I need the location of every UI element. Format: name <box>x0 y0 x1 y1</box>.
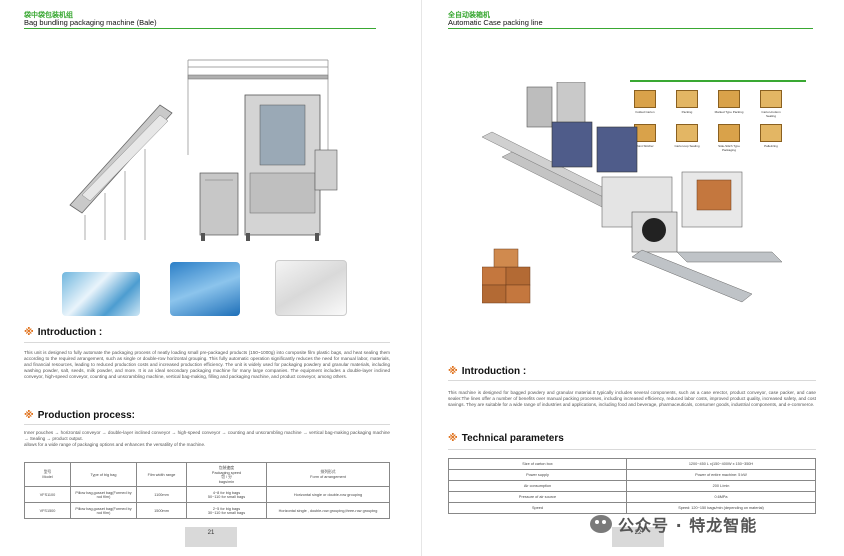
table-cell: VFS1500 <box>24 502 71 519</box>
table-cell: 1100mm <box>136 486 187 503</box>
bale-photo-2 <box>170 262 240 316</box>
table-cell: Speed <box>448 502 627 514</box>
right-intro-text: This machine is designed for bagged powd… <box>448 390 816 408</box>
left-header-cn: 袋中袋包装机组 <box>24 12 73 19</box>
flow-row-2: Joint Stitcher Carton-top Sealing Side-S… <box>630 124 786 152</box>
left-intro-title: Introduction : <box>37 327 103 338</box>
bullet-icon: ※ <box>448 433 458 444</box>
table-cell: Horizontal single or double-row grouping <box>266 486 390 503</box>
production-process-heading: ※ Production process: <box>24 410 135 421</box>
left-header-en: Bag bundling packaging machine (Bale) <box>24 18 157 27</box>
technical-parameters-title: Technical parameters <box>461 433 564 444</box>
flow-top-line <box>630 80 806 82</box>
flow-step: Carton-bottom Sealing <box>756 90 786 118</box>
table-cell: Pillow bag,gusset bag(Formed by rod film… <box>70 502 137 519</box>
table-cell: Horizontal single , double-row grouping,… <box>266 502 390 519</box>
table-cell: Pressure of air source <box>448 491 627 503</box>
table-header: Film width range <box>136 462 187 487</box>
table-cell: 200 L/min <box>626 480 816 492</box>
table-row: VFS1100 Pillow bag,gusset bag(Formed by … <box>24 486 390 503</box>
table-cell: Speed: 120~150 bags/min (depending on ma… <box>626 502 816 514</box>
bullet-icon: ※ <box>24 327 34 338</box>
table-cell: 0.6MPa <box>626 491 816 503</box>
technical-parameters-heading: ※ Technical parameters <box>448 433 564 444</box>
table-cell: Size of carton box <box>448 458 627 470</box>
right-intro-title: Introduction : <box>461 366 527 377</box>
flow-step: Side-Stitch Type Packaging <box>714 124 744 152</box>
case-packing-line-image <box>482 82 783 304</box>
table-header: 型号 Model <box>24 462 71 487</box>
production-process-title: Production process: <box>37 410 135 421</box>
table-cell: 1500mm <box>136 502 187 519</box>
right-intro-rule <box>448 380 816 381</box>
right-intro-heading: ※ Introduction : <box>448 366 526 377</box>
case-packing-flow-diagram: Folded Carton Packing Marked Type Packin… <box>630 80 806 160</box>
table-header-row: 型号 Model Type of big bag Film width rang… <box>24 462 390 487</box>
left-page: 袋中袋包装机组 Bag bundling packaging machine (… <box>24 12 390 547</box>
table-cell: Power of entire machine: 5 kW <box>626 469 816 481</box>
flow-step: Packing <box>672 90 702 118</box>
table-cell: 1200~450 L x(150~400W x 150~350H <box>626 458 816 470</box>
flow-step: Carton-top Sealing <box>672 124 702 152</box>
right-header-cn: 全自动装箱机 <box>448 12 490 19</box>
watermark-text: 公众号 · 特龙智能 <box>618 516 758 535</box>
wechat-watermark: 公众号 · 特龙智能 <box>590 512 757 536</box>
bullet-icon: ※ <box>24 410 34 421</box>
left-header-rule <box>24 28 376 29</box>
right-header-en: Automatic Case packing line <box>448 18 543 27</box>
right-page-number: 22 <box>612 527 664 547</box>
table-header: Type of big bag <box>70 462 137 487</box>
table-cell: VFS1100 <box>24 486 71 503</box>
left-intro-text: This unit is designed to fully automate … <box>24 350 390 380</box>
left-spec-table: 型号 Model Type of big bag Film width rang… <box>24 462 390 519</box>
table-cell: Pillow bag,gusset bag(Formed by rod film… <box>70 486 137 503</box>
flow-step: Folded Carton <box>630 90 660 118</box>
table-cell: 2~5 for big bags 30~110 for small bags <box>186 502 267 519</box>
process-rule <box>24 424 390 425</box>
flow-row-1: Folded Carton Packing Marked Type Packin… <box>630 90 786 118</box>
bag-bundling-machine-image <box>69 59 338 241</box>
flow-step: Marked Type Packing <box>714 90 744 118</box>
bullet-icon: ※ <box>448 366 458 377</box>
left-intro-rule <box>24 342 390 343</box>
wechat-logo-icon <box>590 515 612 533</box>
page-divider <box>421 0 422 556</box>
production-process-text: Inner pouches → horizontal conveyor → do… <box>24 430 390 448</box>
left-page-number: 21 <box>185 527 237 547</box>
table-header: 排列形式 Form of arrangement <box>266 462 390 487</box>
right-header-rule <box>448 28 813 29</box>
left-intro-heading: ※ Introduction : <box>24 327 102 338</box>
flow-step: Palletizing <box>756 124 786 152</box>
table-cell: 4~8 for big bags 50~110 for small bags <box>186 486 267 503</box>
tech-rule <box>448 449 816 450</box>
table-cell: Air consumption <box>448 480 627 492</box>
table-cell: Power supply <box>448 469 627 481</box>
bale-photo-3 <box>275 260 347 316</box>
table-header: 包装速度 Packaging speed 包 / 分 bags/min <box>186 462 267 487</box>
bale-photo-1 <box>62 272 140 316</box>
right-page: 全自动装箱机 Automatic Case packing line Folde… <box>422 0 844 556</box>
table-row: VFS1500 Pillow bag,gusset bag(Formed by … <box>24 502 390 519</box>
